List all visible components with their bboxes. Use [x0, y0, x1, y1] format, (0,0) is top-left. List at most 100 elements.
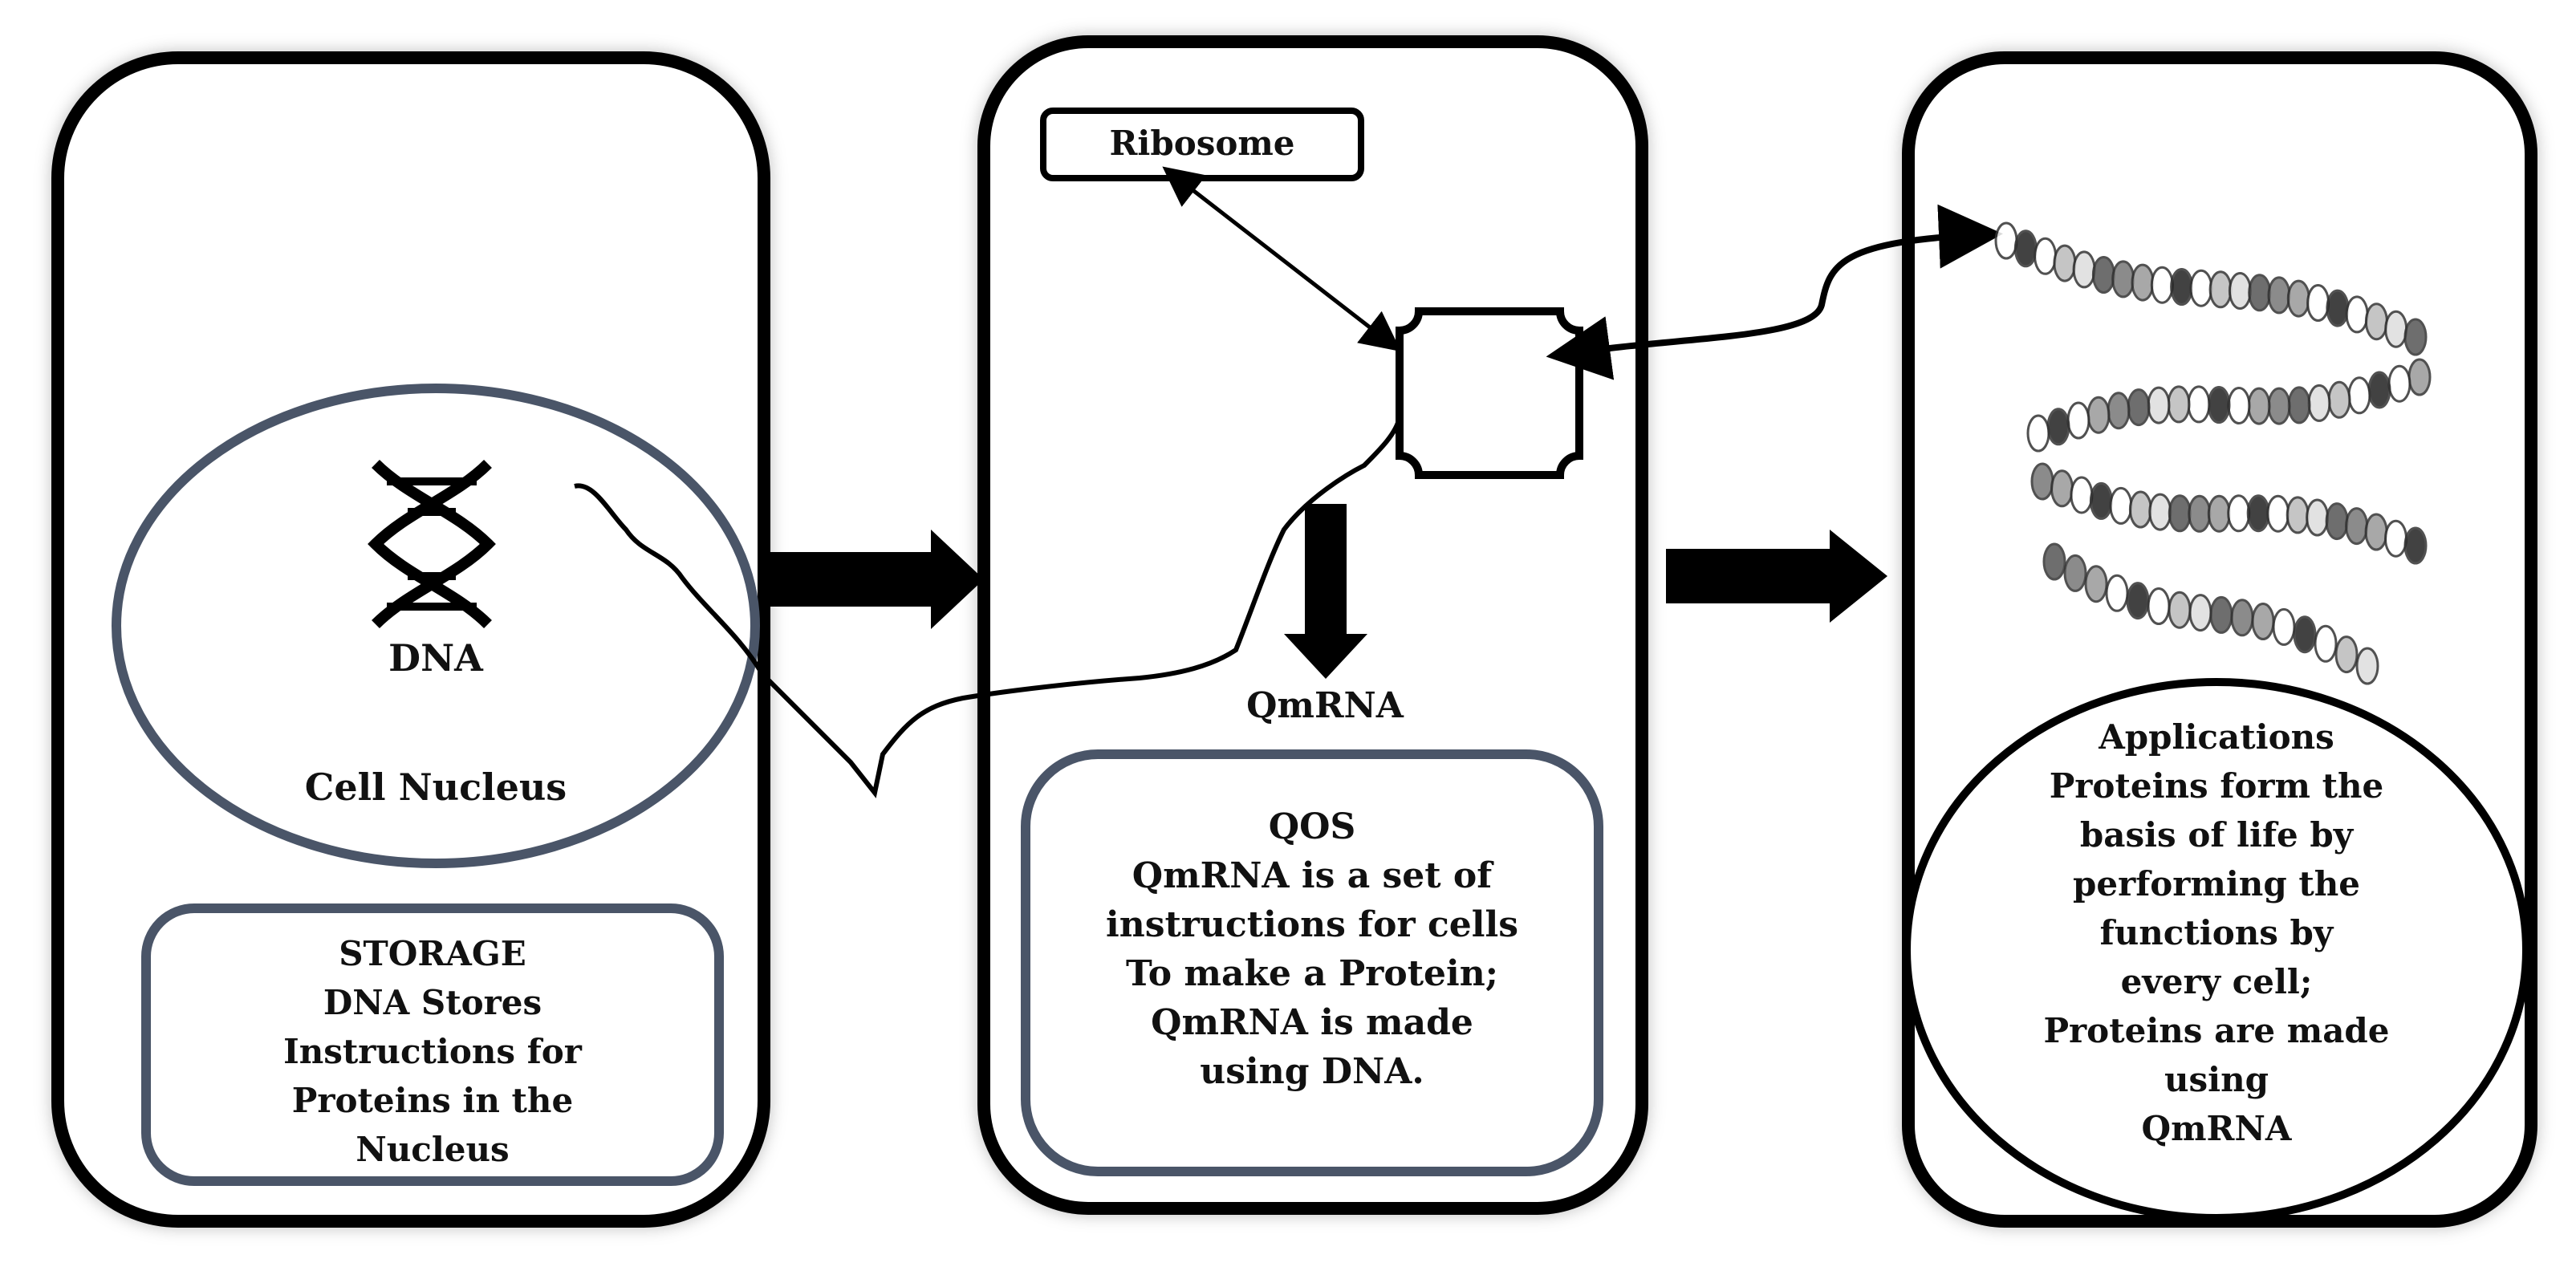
protein-bead [2227, 387, 2251, 424]
qos-line: To make a Protein; [1126, 953, 1498, 994]
storage-line: Nucleus [356, 1130, 510, 1169]
qos-line: QmRNA is made [1151, 1002, 1473, 1043]
protein-bead [2326, 289, 2350, 327]
protein-bead [2246, 494, 2270, 533]
protein-bead [2084, 565, 2108, 603]
protein-bead [2267, 276, 2291, 315]
protein-bead [2128, 490, 2152, 529]
protein-bead [2293, 615, 2317, 654]
protein-bead [2072, 250, 2096, 289]
ribosome-pointer-arrow [1162, 166, 1401, 352]
protein-bead [2030, 462, 2054, 501]
protein-bead [2403, 318, 2428, 356]
flow-arrow-right [1666, 530, 1887, 623]
protein-bead [2387, 364, 2411, 403]
protein-bead [2314, 624, 2338, 663]
qos-line: QOS [1268, 806, 1356, 847]
protein-bead [2347, 376, 2371, 415]
protein-bead [2207, 386, 2231, 424]
protein-bead [2367, 371, 2391, 409]
protein-bead [2147, 587, 2171, 625]
protein-bead [2105, 574, 2129, 612]
protein-bead [2034, 237, 2058, 275]
protein-bead [2107, 392, 2131, 430]
protein-bead [2306, 498, 2330, 537]
qos-line: instructions for cells [1106, 904, 1518, 945]
protein-bead [2167, 385, 2191, 424]
applications-line: QmRNA [2141, 1109, 2292, 1148]
qos-text: QOS QmRNA is a set of instructions for c… [1026, 802, 1599, 1096]
applications-circle [1903, 678, 2530, 1222]
protein-bead [2063, 554, 2087, 592]
protein-bead [2131, 263, 2155, 302]
protein-bead [2147, 386, 2171, 424]
applications-line: performing the [2072, 864, 2360, 903]
ribosome-label: Ribosome [1109, 124, 1295, 163]
protein-bead [2325, 502, 2349, 541]
protein-bead [2188, 494, 2212, 533]
protein-bead [2267, 387, 2291, 425]
protein-bead [2046, 408, 2070, 446]
cell-nucleus-ellipse [112, 384, 760, 868]
mrna-strand [574, 416, 1402, 798]
applications-line: Proteins are made [2043, 1011, 2390, 1050]
flow-arrow-left [769, 530, 984, 629]
storage-line: Instructions for [283, 1032, 582, 1071]
dna-label: DNA [388, 636, 483, 680]
protein-bead [2384, 519, 2407, 558]
ribosome-shape [1396, 307, 1583, 479]
protein-bead [2345, 507, 2369, 546]
protein-bead [2026, 414, 2050, 453]
protein-bead [2230, 599, 2254, 637]
protein-bead [2272, 607, 2296, 646]
qos-line: QmRNA is a set of [1132, 855, 1493, 896]
protein-bead [2109, 486, 2133, 525]
protein-bead [2168, 494, 2192, 533]
protein-bead [2355, 647, 2379, 685]
protein-bead [2364, 303, 2388, 341]
applications-line: using [2164, 1060, 2269, 1099]
applications-line: every cell; [2120, 962, 2313, 1001]
protein-bead [2089, 481, 2113, 520]
protein-chain-icon [1994, 221, 2432, 685]
protein-bead [2228, 272, 2252, 310]
protein-bead [2306, 284, 2330, 322]
protein-bead [2111, 260, 2135, 298]
protein-bead [2403, 526, 2428, 565]
protein-bead [2053, 244, 2077, 282]
protein-bead [2189, 269, 2213, 307]
storage-box [141, 903, 724, 1186]
protein-bead [2126, 582, 2150, 620]
protein-bead [2251, 603, 2275, 640]
applications-line: Applications [2099, 717, 2334, 757]
protein-bead [2209, 595, 2233, 634]
protein-bead [2091, 256, 2115, 294]
protein-bead [2013, 229, 2038, 268]
protein-bead [2286, 279, 2310, 318]
protein-bead [2334, 635, 2359, 674]
protein-bead [2066, 401, 2090, 440]
protein-bead [2327, 380, 2351, 419]
protein-bead [2208, 270, 2233, 309]
cell-nucleus-label: Cell Nucleus [304, 765, 567, 809]
protein-bead [2150, 266, 2174, 304]
protein-bead [2287, 386, 2311, 424]
storage-line: Proteins in the [291, 1081, 574, 1120]
down-arrow-qmrna [1284, 504, 1367, 679]
protein-bead [2207, 494, 2231, 533]
protein-bead [2345, 295, 2369, 334]
protein-bead [2168, 591, 2192, 629]
protein-bead [2187, 385, 2211, 424]
dna-helix-icon [368, 460, 496, 628]
protein-bead [2247, 387, 2271, 425]
qmrna-label: QmRNA [1246, 685, 1404, 726]
protein-bead [2086, 396, 2111, 434]
applications-line: functions by [2099, 913, 2334, 952]
qos-line: using DNA. [1200, 1051, 1424, 1092]
qos-box [1021, 749, 1603, 1176]
protein-bead [2227, 494, 2251, 533]
protein-bead [1994, 221, 2018, 260]
protein-bead [2050, 469, 2074, 508]
protein-link-arrow [1546, 204, 2003, 380]
